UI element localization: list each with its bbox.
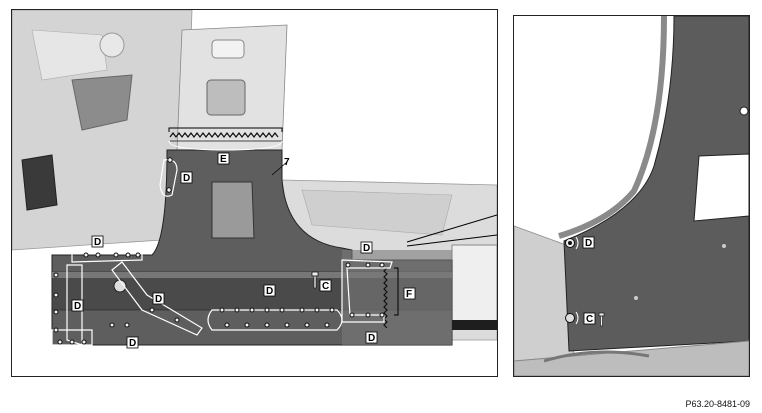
svg-text:C: C: [586, 314, 593, 325]
svg-text:7: 7: [284, 157, 290, 168]
main-view-panel: E 7 D D D D D D C: [11, 9, 498, 377]
detail-view-panel: D C: [513, 15, 750, 377]
label-d-right-bottom: D: [365, 331, 378, 344]
label-c-main: C: [319, 279, 332, 292]
drawing-reference: P63.20-8481-09: [685, 399, 750, 409]
svg-text:D: D: [74, 301, 81, 312]
label-d-center-left: D: [152, 292, 165, 305]
svg-text:D: D: [368, 333, 375, 344]
main-label-layer: E 7 D D D D D D C: [71, 152, 416, 349]
svg-text:E: E: [220, 154, 227, 165]
detail-label-c: C: [583, 312, 596, 325]
svg-text:D: D: [363, 243, 370, 254]
svg-text:D: D: [155, 294, 162, 305]
svg-text:D: D: [266, 286, 273, 297]
label-d-bottom-left: D: [126, 336, 139, 349]
label-d-upper-left: D: [180, 171, 193, 184]
label-part-7: 7: [284, 157, 290, 168]
label-e: E: [217, 152, 230, 165]
svg-text:F: F: [406, 289, 412, 300]
rivet-c: [311, 271, 319, 289]
svg-text:D: D: [183, 173, 190, 184]
detail-label-d: D: [582, 236, 595, 249]
label-d-top-row: D: [91, 235, 104, 248]
label-d-right-top: D: [360, 241, 373, 254]
svg-text:D: D: [129, 338, 136, 349]
label-f: F: [403, 287, 416, 300]
label-d-left-vertical: D: [71, 299, 84, 312]
svg-text:D: D: [94, 237, 101, 248]
svg-text:C: C: [322, 281, 329, 292]
detail-view-drawing: D C: [514, 16, 749, 376]
seam-f-weld: [383, 267, 388, 329]
detail-rivet-c: [598, 312, 605, 327]
spot-welds-d: [53, 157, 385, 345]
svg-text:D: D: [585, 238, 592, 249]
detail-spot-weld-c: [565, 313, 575, 323]
main-view-drawing: [12, 10, 497, 376]
seam-e-mig-weld: [169, 132, 279, 138]
label-d-center: D: [263, 284, 276, 297]
